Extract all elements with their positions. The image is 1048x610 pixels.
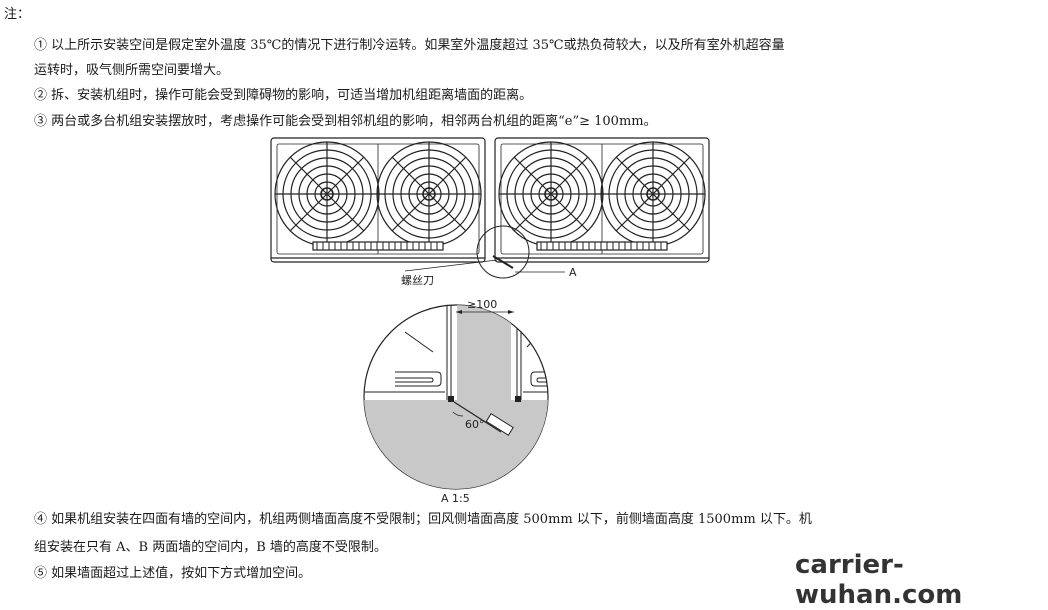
screwdriver-label: 螺丝刀 — [401, 274, 434, 287]
note-item-3: ③ 两台或多台机组安装摆放时，考虑操作可能会受到相邻机组的影响，相邻两台机组的距… — [34, 114, 657, 129]
vent-slots-left — [316, 242, 438, 250]
note-item-4-line-2: 组安装在只有 A、B 两面墙的空间内，B 墙的高度不受限制。 — [34, 540, 387, 555]
vent-slots-right — [540, 242, 662, 250]
fan-grille-icon — [376, 141, 482, 247]
outdoor-unit-right — [494, 137, 710, 263]
note-heading: 注： — [4, 7, 31, 22]
angle-label: 60° — [465, 418, 485, 431]
fan-grille-icon — [600, 141, 706, 247]
site-watermark: carrier-wuhan.com — [795, 550, 963, 610]
note-item-5: ⑤ 如果墙面超过上述值，按如下方式增加空间。 — [34, 566, 312, 581]
callout-label: A — [569, 266, 577, 279]
installation-diagram: 螺丝刀 A — [270, 137, 710, 504]
screwdriver-icon — [492, 255, 514, 269]
screwdriver-icon — [453, 401, 514, 436]
detail-callout-circle — [476, 225, 530, 279]
note-item-4-line-1: ④ 如果机组安装在四面有墙的空间内，机组两侧墙面高度不受限制；回风侧墙面高度 5… — [34, 512, 812, 527]
detail-view: ≥100 60° — [363, 298, 549, 490]
screwdriver-leader — [404, 259, 498, 272]
screwdriver-handle-top — [533, 323, 548, 339]
note-item-1-line-1: ① 以上所示安装空间是假定室外温度 35℃的情况下进行制冷运转。如果室外温度超过… — [34, 38, 785, 53]
fan-grille-icon — [498, 141, 604, 247]
fan-grille-icon — [274, 141, 380, 247]
gap-dimension-label: ≥100 — [467, 298, 497, 311]
note-item-2: ② 拆、安装机组时，操作可能会受到障碍物的影响，可适当增加机组距离墙面的距离。 — [34, 88, 533, 103]
outdoor-unit-left — [270, 137, 486, 263]
note-item-1-line-2: 运转时，吸气侧所需空间要增大。 — [34, 63, 230, 78]
detail-scale-caption: A 1:5 — [441, 492, 470, 504]
